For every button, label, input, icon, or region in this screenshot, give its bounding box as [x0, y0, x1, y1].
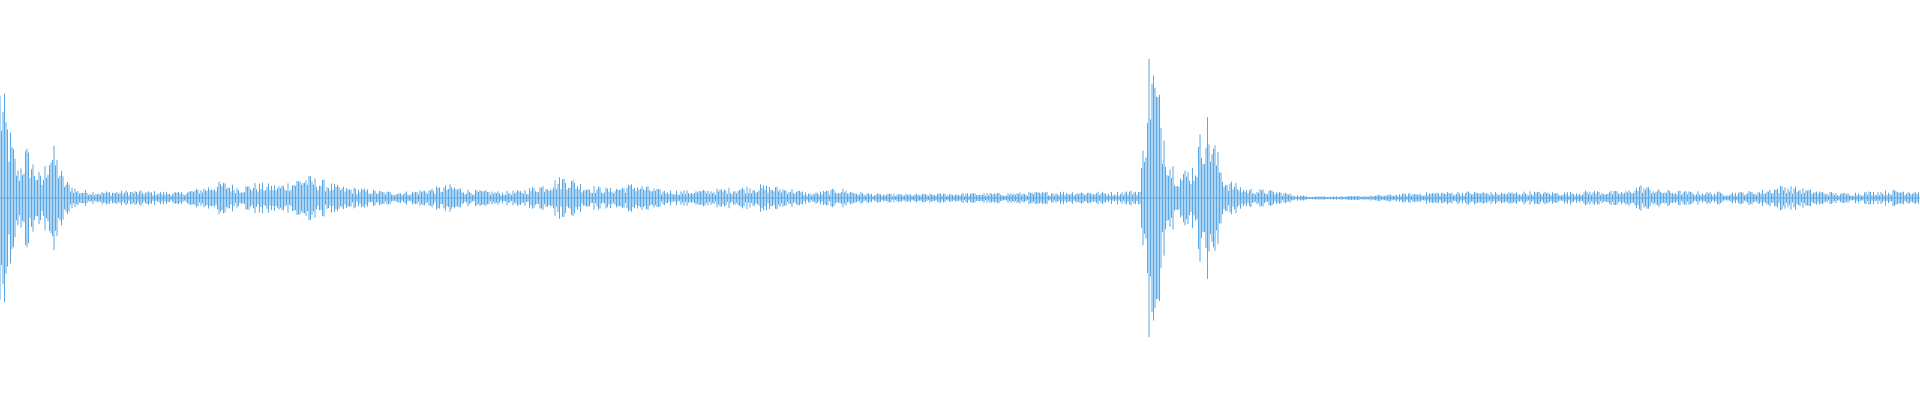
waveform-lines	[0, 58, 1920, 338]
